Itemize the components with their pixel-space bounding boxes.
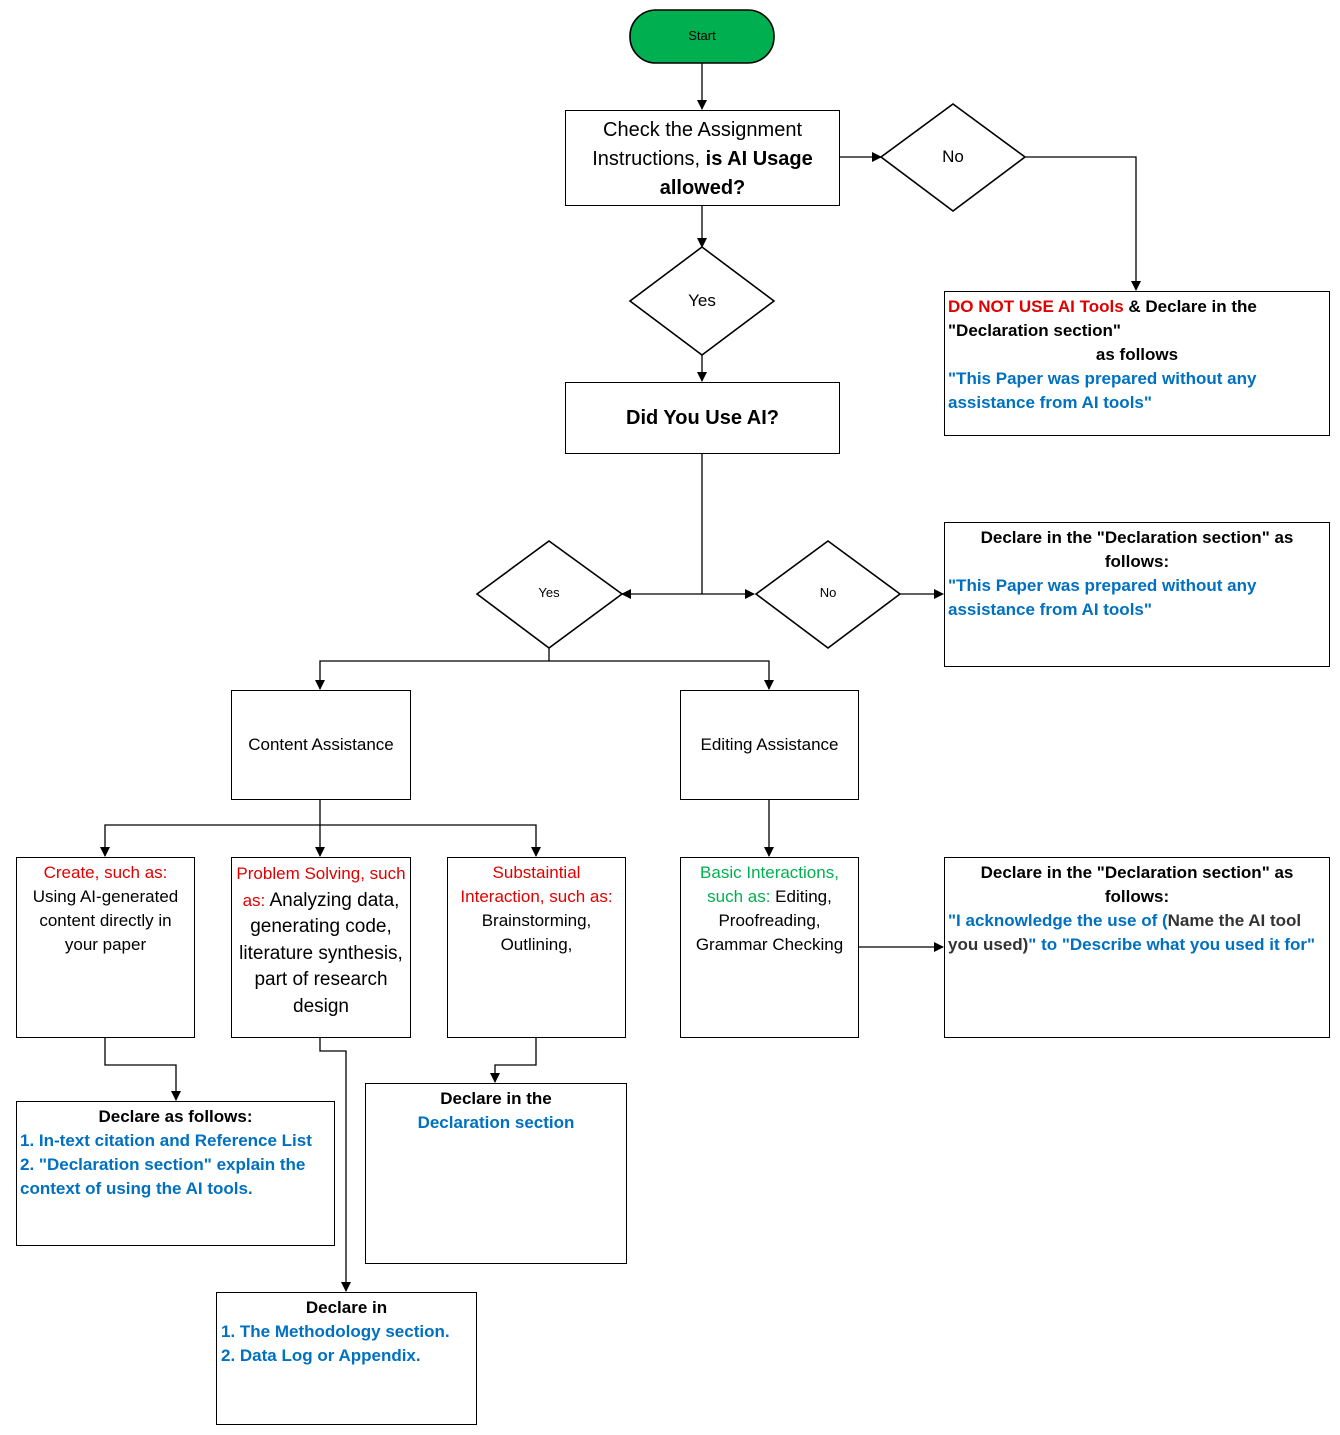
do-not-use-ai-box: DO NOT USE AI Tools & Declare in the "De… — [944, 291, 1330, 436]
declare-editing-box: Declare in the "Declaration section" as … — [944, 857, 1330, 1038]
connector-no-to-do-not-use — [1025, 156, 1141, 291]
decision-used-yes-label: Yes — [538, 585, 560, 600]
do-not-use-ai-text: DO NOT USE AI Tools & Declare in the "De… — [948, 295, 1318, 343]
substantial-interaction-text: Substaintial Interaction, such as: Brain… — [452, 861, 621, 957]
connector-create-to-declare — [104, 1037, 181, 1101]
create-heading: Create, such as: — [43, 863, 168, 882]
connector-problem-to-declare — [319, 1037, 351, 1292]
start-terminator — [629, 9, 775, 64]
did-you-use-ai-label: Did You Use AI? — [626, 407, 779, 429]
declare-editing-quote-tool: Name the AI tool you used) — [948, 911, 1302, 954]
decision-used-ai-yes — [475, 540, 624, 649]
editing-assistance-box: Editing Assistance — [680, 690, 859, 800]
decision-yes-label: Yes — [688, 291, 716, 310]
decision-used-ai-no — [754, 540, 902, 649]
declare-create-title: Declare as follows: — [98, 1107, 253, 1126]
content-assistance-label: Content Assistance — [248, 735, 394, 754]
decision-ai-allowed — [628, 246, 776, 356]
problem-solving-text: Problem Solving, such as: Analyzing data… — [236, 861, 406, 1020]
connector-used-yes-to-editing — [549, 660, 774, 690]
substantial-interaction-heading: Substaintial Interaction, such as: — [460, 863, 613, 906]
decision-no-label: No — [942, 147, 964, 166]
ai-not-used-declaration-box: Declare in the "Declaration section" as … — [944, 522, 1330, 667]
editing-assistance-label: Editing Assistance — [700, 735, 839, 754]
declare-problem-item-1: 1. The Methodology section. — [221, 1322, 450, 1341]
connector-content-to-substantial — [320, 824, 541, 857]
ai-not-used-quote: "This Paper was prepared without any ass… — [948, 576, 1257, 619]
declare-editing-quote-start: "I acknowledge the use of ( — [948, 911, 1168, 930]
content-assistance-box: Content Assistance — [231, 690, 411, 800]
declare-substantial-subtitle: Declaration section — [417, 1113, 575, 1132]
check-instructions-part1: Check the Assignment Instructions, — [592, 119, 802, 170]
declare-substantial-title: Declare in the — [440, 1089, 552, 1108]
problem-solving-body: Analyzing data, generating code, literat… — [239, 889, 403, 1017]
did-you-use-ai-box: Did You Use AI? — [565, 382, 840, 454]
connector-used-yes-split — [315, 648, 550, 690]
create-box: Create, such as: Using AI-generated cont… — [16, 857, 195, 1038]
start-label: Start — [688, 28, 716, 43]
do-not-use-ai-as-follows: as follows — [1095, 345, 1179, 364]
do-not-use-ai-quote: "This Paper was prepared without any ass… — [948, 369, 1257, 412]
decision-ai-not-allowed — [879, 103, 1027, 212]
declare-substantial-box: Declare in the Declaration section — [365, 1083, 627, 1264]
problem-solving-heading: Problem Solving, such as: — [236, 864, 406, 910]
ai-not-used-title: Declare in the "Declaration section" as … — [980, 528, 1294, 571]
declare-problem-title: Declare in — [305, 1298, 388, 1317]
problem-solving-box: Problem Solving, such as: Analyzing data… — [231, 857, 411, 1038]
create-text: Create, such as: Using AI-generated cont… — [21, 861, 190, 957]
substantial-interaction-body: Brainstorming, Outlining, — [481, 911, 592, 954]
connector-substantial-to-declare — [490, 1037, 537, 1083]
check-instructions-box: Check the Assignment Instructions, is AI… — [565, 110, 840, 206]
declare-editing-title: Declare in the "Declaration section" as … — [980, 863, 1294, 906]
declare-problem-item-2: 2. Data Log or Appendix. — [221, 1346, 421, 1365]
basic-interactions-heading: Basic Interactions, such as: — [700, 863, 839, 906]
declare-create-item-2: 2. "Declaration section" explain the con… — [20, 1155, 306, 1198]
basic-interactions-text: Basic Interactions, such as: Editing, Pr… — [685, 861, 854, 957]
declare-editing-quote: "I acknowledge the use of (Name the AI t… — [948, 909, 1324, 957]
check-instructions-text: Check the Assignment Instructions, is AI… — [576, 116, 829, 203]
basic-interactions-body: Editing, Proofreading, Grammar Checking — [695, 887, 844, 954]
substantial-interaction-box: Substaintial Interaction, such as: Brain… — [447, 857, 626, 1038]
check-instructions-part2: is AI Usage allowed? — [659, 148, 813, 199]
declare-create-item-1: 1. In-text citation and Reference List — [20, 1131, 312, 1150]
decision-used-no-label: No — [819, 585, 837, 600]
declare-problem-box: Declare in 1. The Methodology section. 2… — [216, 1292, 477, 1425]
basic-interactions-box: Basic Interactions, such as: Editing, Pr… — [680, 857, 859, 1038]
connector-content-to-create — [100, 824, 320, 857]
declare-editing-quote-end: " to "Describe what you used it for" — [1028, 935, 1316, 954]
create-body: Using AI-generated content directly in y… — [32, 887, 179, 954]
do-not-use-ai-warning: DO NOT USE AI Tools — [948, 297, 1124, 316]
do-not-use-ai-declare: & Declare in the "Declaration section" — [948, 297, 1257, 340]
declare-create-box: Declare as follows: 1. In-text citation … — [16, 1101, 335, 1246]
